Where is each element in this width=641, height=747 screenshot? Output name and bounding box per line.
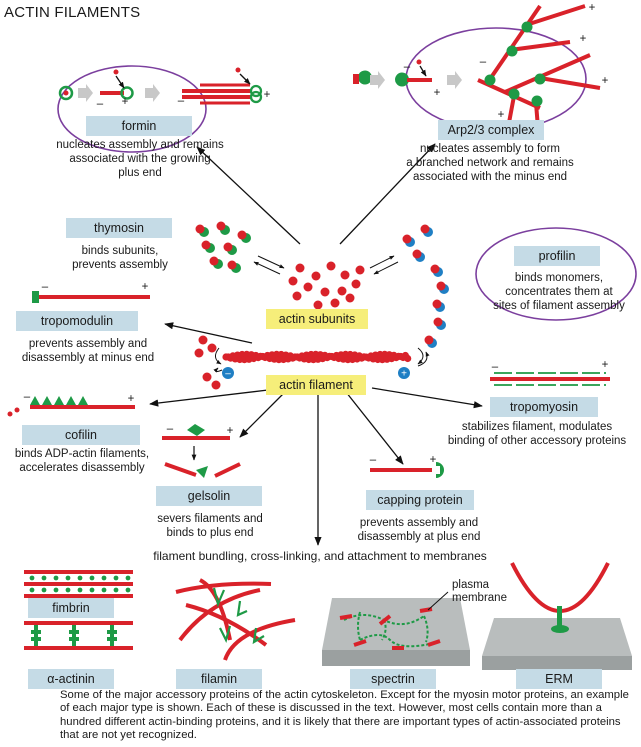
actin-subunits-cluster: [288, 261, 365, 310]
tropomodulin-label: tropomodulin: [16, 311, 138, 331]
plasma-membrane-pointer: [427, 591, 449, 611]
gelsolin-minus-sign: –: [166, 423, 174, 435]
actin-filament-helix: [222, 350, 412, 364]
filament-subunit: [404, 354, 412, 363]
thymosin-label: thymosin: [66, 218, 172, 238]
arp-plus-sign-5: +: [601, 75, 609, 87]
formin-plus-sign-2: +: [263, 89, 271, 101]
arp-plus-sign: +: [433, 87, 441, 99]
fimbrin-crosslink: [125, 587, 131, 593]
cofilin-illustration: [7, 396, 135, 417]
cofilin-description: binds ADP-actin filaments,accelerates di…: [14, 448, 150, 474]
profilin-subunits: [402, 224, 449, 348]
fimbrin-crosslink: [101, 575, 107, 581]
arp-minus-sign-2: –: [479, 56, 487, 68]
formin-label: formin: [86, 116, 192, 136]
tropomodulin-plus-sign: +: [141, 281, 149, 293]
erm-label: ERM: [516, 669, 602, 689]
fimbrin-crosslink: [77, 575, 83, 581]
spectrin-label: spectrin: [350, 669, 436, 689]
gelsolin-label: gelsolin: [156, 486, 262, 506]
tropomyosin-illustration: [490, 372, 610, 386]
fimbrin-crosslinks: [29, 575, 131, 593]
filamin-label: filamin: [176, 669, 262, 689]
filament-end-subunits: – +: [194, 335, 430, 390]
fimbrin-illustration: [24, 570, 133, 598]
arp-minus-sign: –: [403, 61, 411, 73]
fimbrin-crosslink: [65, 575, 71, 581]
bundling-heading: filament bundling, cross-linking, and at…: [153, 549, 487, 563]
arp-plus-sign-3: +: [588, 2, 596, 14]
fimbrin-crosslink: [113, 587, 119, 593]
fimbrin-crosslink: [53, 575, 59, 581]
cofilin-minus-sign: –: [23, 391, 31, 403]
svg-text:+: +: [401, 369, 407, 380]
fimbrin-crosslink: [29, 587, 35, 593]
figure-caption: Some of the major accessory proteins of …: [60, 689, 629, 741]
capping-plus-sign: +: [429, 454, 437, 466]
cofilin-label: cofilin: [22, 425, 140, 445]
arp-plus-sign-4: +: [579, 33, 587, 45]
fimbrin-crosslink: [77, 587, 83, 593]
alpha-actinin-illustration: [24, 621, 133, 650]
fimbrin-crosslink: [53, 587, 59, 593]
tropomyosin-plus-sign: +: [601, 359, 609, 371]
tropomodulin-minus-sign: –: [41, 281, 49, 293]
fimbrin-crosslink: [29, 575, 35, 581]
fimbrin-crosslink: [113, 575, 119, 581]
tropomyosin-label: tropomyosin: [490, 397, 598, 417]
spectrin-illustration: [322, 598, 470, 666]
cofilin-plus-sign: +: [127, 393, 135, 405]
filamin-illustration: [175, 578, 296, 661]
formin-illustration: [57, 65, 263, 153]
profilin-label: profilin: [514, 246, 600, 266]
fimbrin-crosslink: [89, 575, 95, 581]
thymosin-subunits: [195, 221, 251, 273]
arp23-illustration: [353, 4, 601, 131]
fimbrin-crosslink: [125, 575, 131, 581]
capping-minus-sign: –: [369, 454, 377, 466]
actin-subunits-label: actin subunits: [266, 309, 368, 329]
equilibrium-arrows: [253, 255, 399, 275]
svg-text:–: –: [225, 369, 231, 380]
fimbrin-crosslink: [101, 587, 107, 593]
fimbrin-crosslink: [65, 587, 71, 593]
fimbrin-crosslink: [41, 575, 47, 581]
thymosin-description: binds subunits,prevents assembly: [72, 245, 168, 271]
profilin-highlight-ellipse: [475, 227, 637, 321]
capping-protein-label: capping protein: [366, 490, 474, 510]
tropomyosin-minus-sign: –: [491, 361, 499, 373]
alpha-actinin-label: α-actinin: [28, 669, 114, 689]
erm-illustration: [482, 562, 632, 670]
gelsolin-illustration: [162, 424, 241, 478]
formin-minus-sign-2: –: [177, 95, 185, 107]
arp23-label: Arp2/3 complex: [438, 120, 544, 140]
fimbrin-crosslink: [89, 587, 95, 593]
radial-arrows: [149, 143, 483, 546]
fimbrin-label: fimbrin: [28, 598, 114, 618]
figure-title: ACTIN FILAMENTS: [4, 4, 141, 21]
actin-filament-label: actin filament: [266, 375, 366, 395]
formin-plus-sign: +: [121, 96, 129, 108]
tropomodulin-illustration: [32, 291, 150, 303]
capping-illustration: [370, 462, 444, 478]
arp-plus-sign-2: +: [497, 109, 505, 121]
formin-minus-sign: –: [96, 98, 104, 110]
formin-highlight-ellipse: [57, 65, 207, 153]
gelsolin-plus-sign: +: [226, 425, 234, 437]
fimbrin-crosslink: [41, 587, 47, 593]
